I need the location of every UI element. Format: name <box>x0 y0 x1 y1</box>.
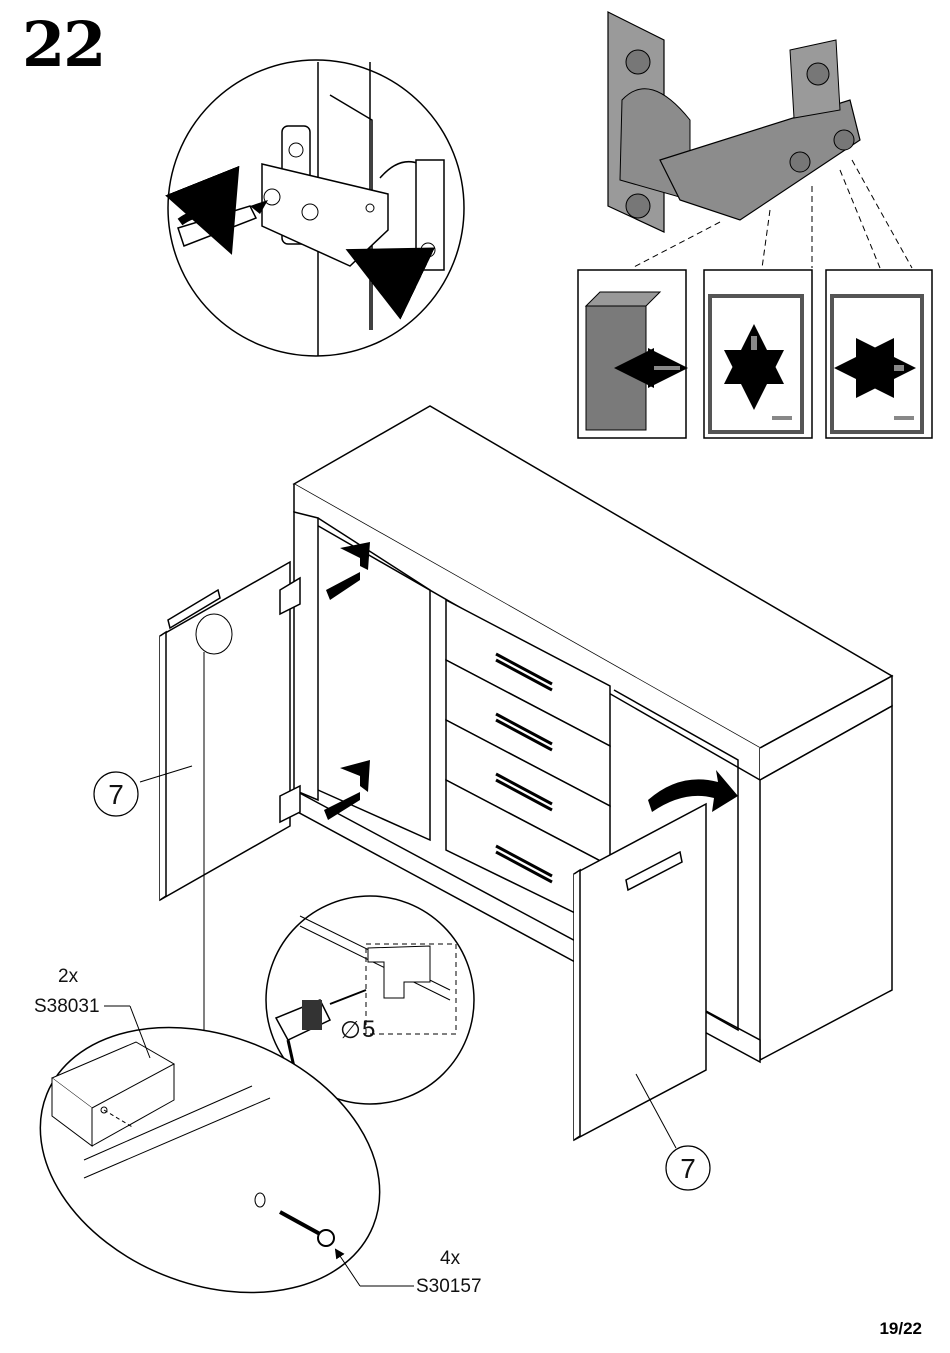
adjustment-panel-horizontal <box>826 270 932 438</box>
page-number: 19/22 <box>879 1319 922 1339</box>
part-qty-2: 4x <box>440 1248 460 1270</box>
drill-diameter-symbol: ∅ <box>340 1016 361 1045</box>
hinge-detail-circle <box>168 60 464 356</box>
adjustment-panel-vertical <box>704 270 812 438</box>
part-code-2: S30157 <box>416 1276 482 1298</box>
door-part-label-right: 7 <box>680 1153 696 1184</box>
left-door <box>160 562 300 900</box>
part-qty-1: 2x <box>58 966 78 988</box>
door-part-label-left: 7 <box>108 779 124 810</box>
drill-diameter-size: 5 <box>362 1016 375 1044</box>
adjustment-panel-depth <box>578 270 686 438</box>
part-code-1: S38031 <box>34 996 100 1018</box>
hinge-3d-view <box>608 12 912 268</box>
